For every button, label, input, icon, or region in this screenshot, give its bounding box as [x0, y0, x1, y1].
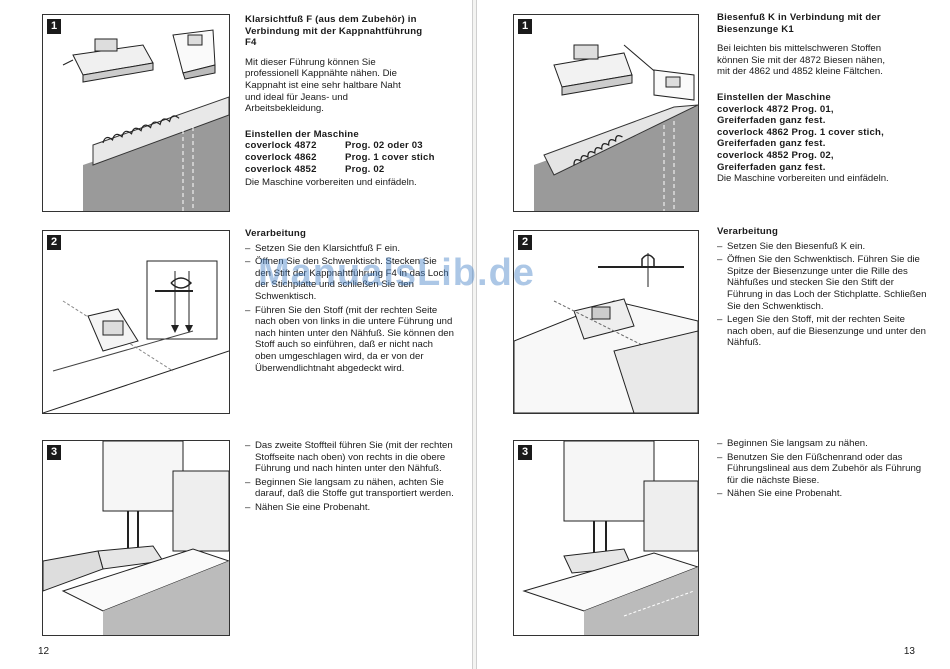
section-1-body-line: Mit dieser Führung können Sie: [245, 56, 376, 68]
step-item: Benutzen Sie den Füßchenrand oder das Fü…: [717, 452, 927, 487]
machine-model: coverlock 4872: [245, 140, 317, 152]
illustration-pintuck-tongue: 2: [513, 230, 699, 414]
section-1-body-line: Bei leichten bis mittelschweren Stoffen: [717, 43, 882, 55]
illustration-flat-felled-foot: 1: [42, 14, 230, 212]
section-1-title-line: Biesenfuß K in Verbindung mit der: [717, 12, 881, 23]
step-badge-3: 3: [518, 445, 532, 460]
pintuck-sewing-drawing: [522, 441, 698, 635]
step-badge-2: 2: [47, 235, 61, 250]
section-1-footer: Die Maschine vorbereiten und einfädeln.: [717, 173, 889, 185]
step-badge-2: 2: [518, 235, 532, 250]
page-number-left: 12: [38, 646, 50, 657]
step-item: Öffnen Sie den Schwenktisch. Stecken Sie…: [245, 256, 455, 302]
settings-row: coverlock 4872 Prog. 02 oder 03: [245, 140, 465, 152]
settings-title: Einstellen der Maschine: [717, 91, 831, 103]
section-1-body-line: Kappnaht ist eine sehr haltbare Naht: [245, 79, 401, 91]
section-1-body-line: professionell Kappnähte nähen. Die: [245, 68, 398, 80]
section-3-steps: Das zweite Stoffteil führen Sie (mit der…: [245, 440, 455, 514]
section-1-body-line: mit der 4862 und 4852 kleine Fältchen.: [717, 66, 883, 78]
settings-title: Einstellen der Maschine: [245, 128, 359, 140]
settings-row: coverlock 4852 Prog. 02: [245, 164, 465, 176]
settings-row: coverlock 4862 Prog. 1 cover stich: [245, 152, 465, 164]
section-1-title-line: F4: [245, 37, 257, 49]
illustration-sewing-machine: 3: [42, 440, 230, 636]
step-item: Das zweite Stoffteil führen Sie (mit der…: [245, 440, 455, 475]
watermark: ManualsLib.de: [258, 252, 535, 294]
step-item: Legen Sie den Stoff, mit der rechten Sei…: [717, 314, 927, 349]
presser-foot-drawing: [62, 29, 229, 211]
settings-line: Greiferfaden ganz fest.: [717, 115, 826, 127]
pintuck-drawing: [534, 44, 698, 211]
section-1-body-line: und ideal für Jeans- und: [245, 91, 348, 103]
settings-line: coverlock 4852 Prog. 02,: [717, 149, 834, 161]
section-1-text: Klarsichtfuß F (aus dem Zubehör) in Verb…: [245, 14, 465, 189]
machine-model: coverlock 4862: [245, 151, 317, 163]
left-page: 1 Klarsichtfuß F (aus dem Zubehör) in Ve…: [0, 0, 473, 669]
machine-program: Prog. 1 cover stich: [345, 151, 435, 163]
section-3-text: Das zweite Stoffteil führen Sie (mit der…: [245, 440, 455, 516]
tongue-drawing: [514, 253, 698, 413]
step-item: Nähen Sie eine Probenaht.: [717, 488, 927, 500]
section-1-title-line: Biesenzunge K1: [717, 23, 794, 35]
section-2-title: Verarbeitung: [245, 228, 307, 239]
step-item: Setzen Sie den Biesenfuß K ein.: [717, 241, 927, 253]
section-1-text-right: Biesenfuß K in Verbindung mit der Biesen…: [717, 12, 943, 185]
section-1-title-line: Klarsichtfuß F (aus dem Zubehör) in: [245, 14, 417, 25]
step-item: Beginnen Sie langsam zu nähen.: [717, 438, 927, 450]
section-2-text-right: Verarbeitung Setzen Sie den Biesenfuß K …: [717, 226, 927, 351]
settings-line: Greiferfaden ganz fest.: [717, 138, 826, 150]
guide-drawing: [43, 260, 229, 413]
step-badge-3: 3: [47, 445, 61, 460]
step-badge-1: 1: [518, 19, 532, 34]
illustration-pintuck-foot: 1: [513, 14, 699, 212]
settings-line: coverlock 4872 Prog. 01,: [717, 103, 834, 115]
page-number-right: 13: [903, 646, 915, 657]
section-1-footer: Die Maschine vorbereiten und einfädeln.: [245, 177, 417, 189]
right-page: 1 Biesenfuß K in Verbindung mit der Bies…: [476, 0, 950, 669]
settings-line: coverlock 4862 Prog. 1 cover stich,: [717, 126, 884, 138]
section-3-text-right: Beginnen Sie langsam zu nähen. Benutzen …: [717, 438, 927, 502]
section-1-body-line: können Sie mit der 4872 Biesen nähen,: [717, 54, 886, 66]
section-1-body-line: Arbeitsbekleidung.: [245, 103, 324, 115]
section-2-steps: Setzen Sie den Biesenfuß K ein. Öffnen S…: [717, 241, 927, 349]
illustration-sewing-pintucks: 3: [513, 440, 699, 636]
step-item: Setzen Sie den Klarsichtfuß F ein.: [245, 243, 455, 255]
machine-program: Prog. 02 oder 03: [345, 140, 423, 152]
section-1-title-line: Verbindung mit der Kappnahtführung: [245, 25, 423, 37]
section-3-steps: Beginnen Sie langsam zu nähen. Benutzen …: [717, 438, 927, 500]
settings-line: Greiferfaden ganz fest.: [717, 161, 826, 173]
section-2-text: Verarbeitung Setzen Sie den Klarsichtfuß…: [245, 228, 455, 376]
step-item: Öffnen Sie den Schwenktisch. Führen Sie …: [717, 254, 927, 312]
machine-program: Prog. 02: [345, 163, 385, 175]
illustration-guide-insert: 2: [42, 230, 230, 414]
step-item: Nähen Sie eine Probenaht.: [245, 502, 455, 514]
step-item: Führen Sie den Stoff (mit der rechten Se…: [245, 305, 455, 375]
machine-model: coverlock 4852: [245, 163, 317, 175]
section-2-title: Verarbeitung: [717, 226, 779, 237]
section-2-steps: Setzen Sie den Klarsichtfuß F ein. Öffne…: [245, 243, 455, 375]
machine-drawing: [43, 441, 229, 635]
step-badge-1: 1: [47, 19, 61, 34]
step-item: Beginnen Sie langsam zu nähen, achten Si…: [245, 477, 455, 500]
